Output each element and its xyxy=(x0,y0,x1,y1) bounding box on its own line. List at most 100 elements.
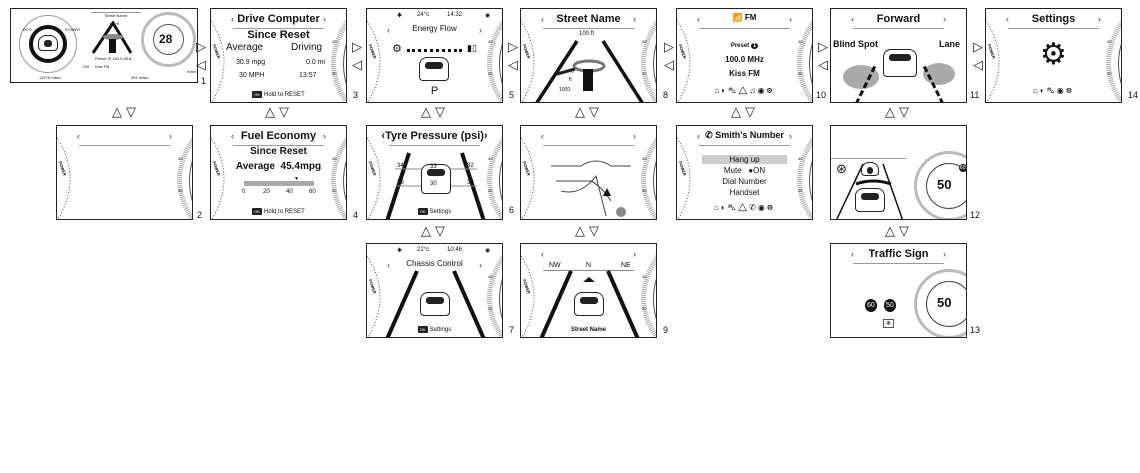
compass-n: N xyxy=(586,262,592,269)
next-icon[interactable]: › xyxy=(169,131,172,141)
down-arrow-icon: ▽ xyxy=(435,104,445,119)
scale-0: 0 xyxy=(571,69,574,75)
power-dial-ring xyxy=(29,25,67,63)
menu-handset[interactable]: Handset xyxy=(729,188,760,197)
radio-icon: 📶 xyxy=(732,13,745,22)
clock: 10:46 xyxy=(447,247,463,253)
prev-icon[interactable]: ‹ xyxy=(231,14,234,24)
speed-tick-20: 20 xyxy=(798,71,803,76)
status-icon: ◉ xyxy=(485,248,491,254)
up-arrow-icon: △ xyxy=(421,223,431,238)
status-icon: ◉ xyxy=(485,13,491,19)
menu-icons[interactable]: ⌂◐⛍◉⚙ xyxy=(1033,86,1074,95)
steering-assist-icon: ⊛ xyxy=(836,161,847,176)
car-top-icon xyxy=(421,164,451,194)
tyre-front-left: 34 xyxy=(397,163,404,169)
right-arrow-icon: ▷ xyxy=(973,39,983,54)
battery-icon: ▮▯ xyxy=(467,43,477,53)
panel-title: Smith's Number xyxy=(715,130,784,140)
menu-icons[interactable]: ⌂◐⛍△✆◉⚙ xyxy=(713,203,776,212)
left-arrow-icon: ◁ xyxy=(818,57,828,72)
next-icon[interactable]: › xyxy=(1098,14,1101,24)
prev-icon[interactable]: ‹ xyxy=(851,14,854,24)
divider xyxy=(831,158,906,159)
scale-1000: 1000- xyxy=(559,87,572,93)
radio-preset: Preset ① 100.0 MHz xyxy=(95,56,132,61)
power-gauge-label: POWER xyxy=(521,43,532,60)
car-icon xyxy=(38,35,58,51)
prev-icon[interactable]: ‹ xyxy=(387,260,390,270)
speed-tick-20: 20 xyxy=(488,71,493,76)
panel-title: Chassis Control xyxy=(406,259,463,268)
traffic-sign-60: 60 xyxy=(865,299,877,312)
lane-label: Lane xyxy=(939,39,961,49)
next-icon[interactable]: › xyxy=(789,14,792,24)
speed-tick-20: 20 xyxy=(488,306,493,311)
down-arrow-icon: ▽ xyxy=(899,223,909,238)
speed-ring xyxy=(926,281,966,327)
speed-tick-20: 20 xyxy=(332,71,337,76)
speed-tick-40: 40 xyxy=(332,156,337,161)
next-icon[interactable]: › xyxy=(943,249,946,259)
prev-icon[interactable]: ‹ xyxy=(697,131,700,141)
label-9: 9 xyxy=(663,325,669,335)
tyre-center: 30 xyxy=(430,181,437,187)
left-arrow-icon: ◁ xyxy=(352,57,362,72)
radio-station: Kiss FM xyxy=(95,64,110,69)
power-label: POWER xyxy=(65,27,81,32)
power-gauge-label: POWER xyxy=(57,160,68,177)
prev-icon[interactable]: ‹ xyxy=(541,14,544,24)
divider xyxy=(79,145,170,146)
prev-icon[interactable]: ‹ xyxy=(77,131,80,141)
avg-speed: 30 MPH xyxy=(239,72,265,79)
next-icon[interactable]: › xyxy=(323,131,326,141)
menu-hang-up[interactable]: Hang up xyxy=(702,155,787,164)
label-4: 4 xyxy=(353,210,359,220)
panel-11-forward: ‹Forward› Blind Spot Lane xyxy=(830,8,967,103)
divider xyxy=(543,145,634,146)
divider xyxy=(699,28,790,29)
menu-mute[interactable]: Mute ●ON xyxy=(677,166,812,175)
compass-ne: NE xyxy=(621,262,631,269)
car-icon xyxy=(419,57,449,81)
prev-icon[interactable]: ‹ xyxy=(541,131,544,141)
panel-title: Street Name xyxy=(556,13,621,25)
prev-icon[interactable]: ‹ xyxy=(1006,14,1009,24)
next-icon[interactable]: › xyxy=(943,14,946,24)
car-icon xyxy=(420,292,450,316)
menu-dial-number[interactable]: Dial Number xyxy=(722,177,767,186)
panel-title: Drive Computer xyxy=(237,13,320,25)
next-icon[interactable]: › xyxy=(789,131,792,141)
prev-icon[interactable]: ‹ xyxy=(697,14,700,24)
prev-icon[interactable]: ‹ xyxy=(851,249,854,259)
up-arrow-icon: △ xyxy=(575,104,585,119)
speed-tick-40: 40 xyxy=(488,156,493,161)
street-name: Street Name xyxy=(91,12,141,18)
next-icon[interactable]: › xyxy=(633,131,636,141)
label-7: 7 xyxy=(509,325,515,335)
label-13: 13 xyxy=(970,325,981,335)
next-icon[interactable]: › xyxy=(479,260,482,270)
next-icon[interactable]: › xyxy=(633,14,636,24)
next-icon[interactable]: › xyxy=(633,249,636,259)
next-icon[interactable]: › xyxy=(323,14,326,24)
scale-0: 0 xyxy=(242,189,246,195)
prev-icon[interactable]: ‹ xyxy=(231,131,234,141)
speed-tick-40: 40 xyxy=(488,274,493,279)
ok-icon: OK xyxy=(417,208,428,215)
since-reset: Since Reset xyxy=(250,146,307,157)
since-reset: Since Reset xyxy=(247,29,310,41)
prev-icon[interactable]: ‹ xyxy=(387,25,390,35)
speed-ring xyxy=(926,163,966,209)
panel-title[interactable]: ‹Tyre Pressure (psi)› xyxy=(381,130,488,142)
panel-phone: ‹✆ Smith's Number› Hang up Mute ●ON Dial… xyxy=(676,125,813,220)
temperature: 22°c xyxy=(417,247,430,253)
speed-limit-sign: 60 xyxy=(959,164,966,172)
ok-icon: OK xyxy=(252,91,263,98)
radio-band: FM xyxy=(83,64,89,69)
menu-icons[interactable]: ⌂◐⛍△♫◉⚙ xyxy=(714,86,775,95)
next-icon[interactable]: › xyxy=(479,25,482,35)
prev-icon[interactable]: ‹ xyxy=(541,249,544,259)
speed-tick-40: 40 xyxy=(798,39,803,44)
